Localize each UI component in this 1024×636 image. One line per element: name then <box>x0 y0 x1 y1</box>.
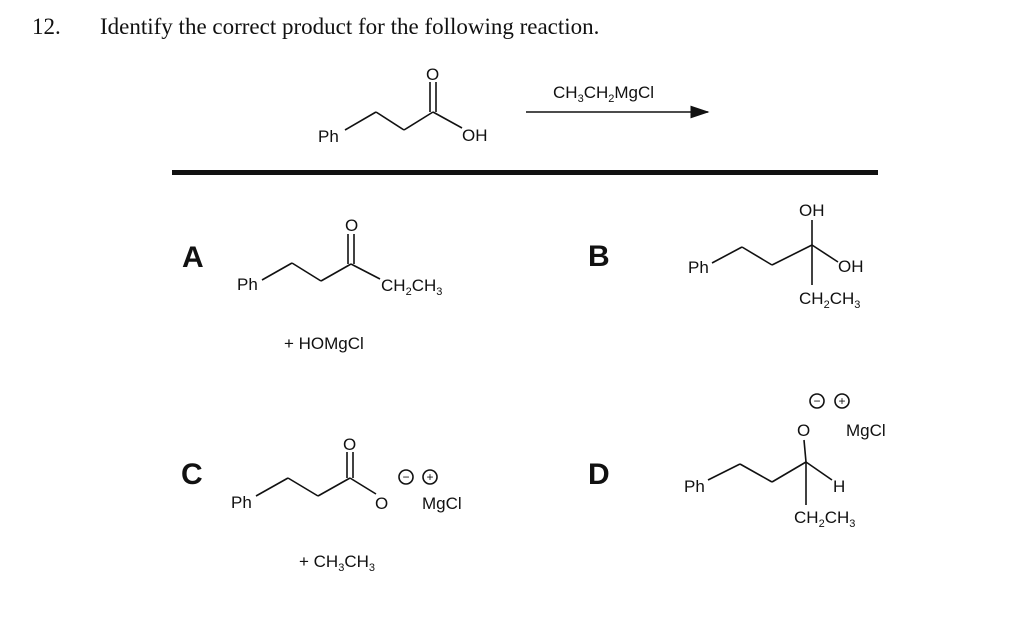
option-b-ph-label: Ph <box>688 258 709 277</box>
option-a-byproduct: + HOMgCl <box>284 334 364 353</box>
reactant-skeleton <box>344 82 463 131</box>
question-number: 12. <box>32 14 61 39</box>
reactant-oh-label: OH <box>462 126 488 145</box>
option-d-ethyl-label: CH2CH3 <box>794 508 855 530</box>
option-d-plus-sign: + <box>838 394 845 408</box>
option-d-letter[interactable]: D <box>588 458 610 491</box>
option-c-byproduct: + CH3CH3 <box>299 552 375 574</box>
option-c-mgcl-label: MgCl <box>422 494 462 513</box>
option-a-ph-label: Ph <box>237 275 258 294</box>
option-b-ethyl-label: CH2CH3 <box>799 289 860 311</box>
option-d-ph-label: Ph <box>684 477 705 496</box>
charge-plus-circle-d <box>834 393 850 409</box>
reactant-ph-label: Ph <box>318 127 339 146</box>
option-a-ethyl-label: CH2CH3 <box>381 276 442 298</box>
option-b-oh-top: OH <box>799 201 825 220</box>
option-a-skeleton <box>261 234 381 282</box>
option-d-skeleton <box>707 439 833 505</box>
charge-minus-circle-c <box>398 469 414 485</box>
option-d-h-label: H <box>833 477 845 496</box>
reagent-label: CH3CH2MgCl <box>553 83 654 105</box>
charge-plus-circle-c <box>422 469 438 485</box>
option-c-alkoxide-o: O <box>375 494 388 513</box>
option-d-mgcl-label: MgCl <box>846 421 886 440</box>
option-b-skeleton <box>711 220 839 285</box>
option-c-carbonyl-o: O <box>343 435 356 454</box>
option-b-oh-right: OH <box>838 257 864 276</box>
option-a-letter[interactable]: A <box>182 241 204 274</box>
option-b-letter[interactable]: B <box>588 240 610 273</box>
divider-bar <box>172 170 878 175</box>
question-text: Identify the correct product for the fol… <box>100 14 600 39</box>
option-c-skeleton <box>255 452 377 497</box>
charge-minus-circle-d <box>809 393 825 409</box>
option-a-carbonyl-o: O <box>345 216 358 235</box>
reactant-carbonyl-o: O <box>426 65 439 84</box>
option-d-alkoxide-o: O <box>797 421 810 440</box>
option-d-minus-sign: − <box>813 394 820 408</box>
option-c-plus-sign: + <box>426 470 433 484</box>
option-c-letter[interactable]: C <box>181 458 203 491</box>
option-c-ph-label: Ph <box>231 493 252 512</box>
option-c-minus-sign: − <box>402 470 409 484</box>
